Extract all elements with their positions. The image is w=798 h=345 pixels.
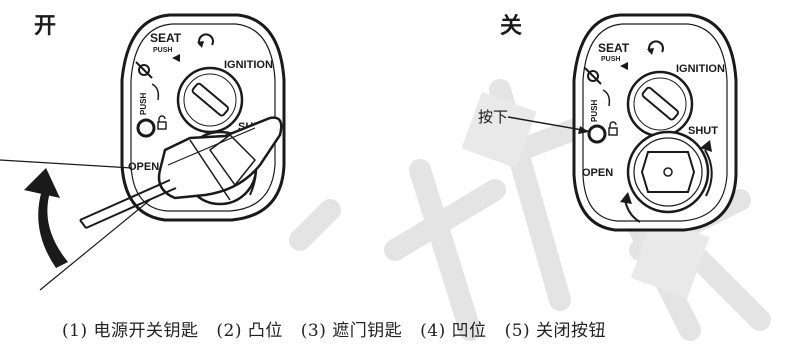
caption-item: (3) 遮门钥匙	[300, 321, 403, 341]
caption-item: (4) 凹位	[420, 321, 487, 341]
open-label: OPEN	[128, 161, 159, 173]
open-panel-title: 开	[34, 14, 57, 39]
seat-push-label-right: PUSH	[601, 56, 620, 63]
seat-label-right: SEAT	[598, 41, 630, 55]
ignition-keyhole	[176, 66, 244, 134]
press-annotation: 按下	[478, 108, 508, 126]
open-lock-panel: SEAT PUSH IGNITION PUSH SHUT OPE	[0, 13, 286, 291]
shut-label-right: SHUT	[688, 125, 718, 137]
shutter-closed	[626, 130, 710, 214]
seat-label: SEAT	[150, 31, 182, 45]
close-panel-title: 关	[500, 14, 523, 39]
legend-caption: (1) 电源开关钥匙 (2) 凸位 (3) 遮门钥匙 (4) 凹位 (5) 关闭…	[62, 316, 798, 341]
key-crossed-icon	[135, 61, 153, 79]
caption-item: (1) 电源开关钥匙	[62, 321, 199, 341]
close-button	[587, 124, 607, 144]
seat-push-label: PUSH	[153, 47, 172, 54]
push-vertical-label: PUSH	[139, 93, 148, 115]
push-vertical-label-right: PUSH	[590, 100, 599, 122]
close-lock-panel: SEAT PUSH IGNITION PUSH SHUT OPEN	[478, 13, 738, 232]
shutter-key	[157, 116, 283, 201]
open-label-right: OPEN	[582, 167, 613, 179]
caption-item: (5) 关闭按钮	[504, 321, 607, 341]
rotate-arrow-icon	[197, 33, 214, 48]
ignition-label: IGNITION	[224, 59, 273, 71]
ignition-label-right: IGNITION	[676, 63, 725, 75]
padlock-icon	[157, 115, 167, 130]
ignition-keyhole	[626, 70, 694, 138]
curved-arrow-icon	[24, 168, 68, 268]
rotate-arrow-icon	[647, 40, 664, 55]
key-crossed-icon	[584, 67, 602, 85]
close-button-hole	[136, 118, 156, 138]
padlock-icon	[608, 121, 618, 136]
caption-item: (2) 凸位	[216, 321, 283, 341]
